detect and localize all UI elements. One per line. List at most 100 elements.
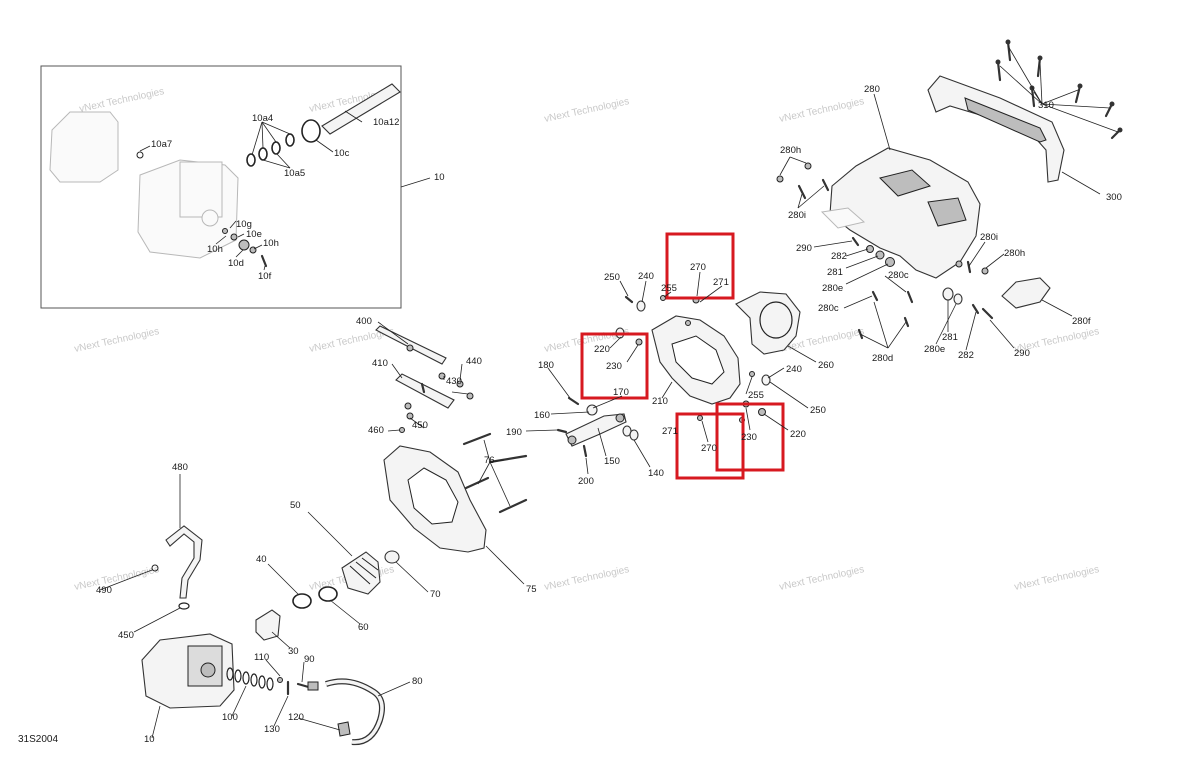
inset-leaders	[139, 110, 431, 271]
drawing-code: 31S2004	[18, 734, 58, 745]
fitting-90-body	[307, 681, 319, 691]
boot-50	[341, 551, 381, 595]
label-130: 130	[264, 724, 280, 735]
bracket-210-opening	[671, 335, 725, 385]
label-255: 255	[661, 283, 677, 294]
label-10c: 10c	[334, 148, 350, 159]
part-10h	[249, 246, 257, 254]
leaders-lower-left	[99, 474, 429, 739]
label-280i: 280i	[788, 210, 806, 221]
label-180: 180	[538, 360, 554, 371]
watermark: vNext Technologies	[73, 564, 160, 593]
label-280: 280	[864, 84, 880, 95]
highlight-box-230-right	[715, 402, 785, 472]
label-450: 450	[412, 420, 428, 431]
inset-housing-upper	[49, 111, 119, 183]
label-310: 310	[1038, 100, 1054, 111]
label-430: 430	[446, 376, 462, 387]
inset-housing-port	[201, 209, 219, 227]
label-270: 270	[701, 443, 717, 454]
label-490: 490	[96, 585, 112, 596]
label-10a4: 10a4	[252, 113, 273, 124]
label-220: 220	[790, 429, 806, 440]
label-280c: 280c	[818, 303, 839, 314]
part-10g	[222, 228, 228, 234]
clamp-60	[318, 586, 338, 602]
ring-450	[178, 602, 190, 610]
housing-280-window-2	[927, 197, 967, 227]
label-40: 40	[256, 554, 267, 565]
hose-clip-120	[337, 721, 351, 737]
upper-right-assembly: 280 310 300 280h 280i 290 282 281 280e 2…	[776, 39, 1123, 364]
mount-280f	[1001, 277, 1051, 309]
label-10f: 10f	[258, 271, 272, 282]
oring-10a7	[136, 151, 144, 159]
label-230: 230	[741, 432, 757, 443]
label-230: 230	[606, 361, 622, 372]
label-100: 100	[222, 712, 238, 723]
label-150: 150	[604, 456, 620, 467]
frame-75-opening	[407, 467, 459, 525]
label-410: 410	[372, 358, 388, 369]
watermark: vNext Technologies	[1013, 564, 1100, 593]
fasteners-plates	[399, 372, 474, 433]
label-280i: 280i	[980, 232, 998, 243]
label-190: 190	[506, 427, 522, 438]
label-200: 200	[578, 476, 594, 487]
watermark: vNext Technologies	[543, 96, 630, 125]
label-280e: 280e	[822, 283, 843, 294]
housing-280-window-1	[879, 169, 931, 197]
label-450: 450	[118, 630, 134, 641]
bracket-300-rib	[964, 97, 1047, 143]
link-150	[565, 413, 627, 447]
inset-housing-block	[179, 161, 223, 218]
gearbox-10-block	[187, 645, 223, 687]
oring-10a4-3	[271, 141, 281, 155]
strap-480	[165, 525, 203, 599]
highlight-box-270-bottom	[675, 412, 745, 480]
leaders-center	[525, 271, 817, 475]
label-281: 281	[942, 332, 958, 343]
hose-80-inner	[325, 679, 384, 744]
label-280h: 280h	[1004, 248, 1025, 259]
watermark: vNext Technologies	[543, 564, 630, 593]
label-10a7: 10a7	[151, 139, 172, 150]
label-120: 120	[288, 712, 304, 723]
ring-260	[735, 291, 801, 355]
ring-10c	[301, 119, 321, 143]
label-290: 290	[1014, 348, 1030, 359]
label-10a12: 10a12	[373, 117, 399, 128]
center-assembly: 270 271 250 240 255 220 230 180 170 210 …	[506, 232, 834, 487]
label-240: 240	[638, 271, 654, 282]
label-170: 170	[613, 387, 629, 398]
label-10h: 10h	[207, 244, 223, 255]
label-281: 281	[827, 267, 843, 278]
oring-10a4-2	[258, 147, 268, 161]
label-10: 10	[144, 734, 155, 745]
label-75: 75	[526, 584, 537, 595]
part-10d	[238, 239, 250, 251]
ring-260-bore	[759, 301, 793, 339]
label-90: 90	[304, 654, 315, 665]
plate-410	[395, 373, 455, 409]
leaders-frame	[477, 439, 525, 585]
bolts-310	[995, 39, 1123, 140]
label-280f: 280f	[1072, 316, 1091, 327]
oring-10a4-1	[246, 153, 256, 167]
label-300: 300	[1106, 192, 1122, 203]
label-255: 255	[748, 390, 764, 401]
label-210: 210	[652, 396, 668, 407]
label-70: 70	[430, 589, 441, 600]
watermark: vNext Technologies	[778, 96, 865, 125]
label-140: 140	[648, 468, 664, 479]
label-480: 480	[172, 462, 188, 473]
label-280c: 280c	[888, 270, 909, 281]
housing-280-flange	[820, 207, 866, 229]
label-280d: 280d	[872, 353, 893, 364]
clamp-40	[292, 593, 312, 609]
plates-assembly: 400 410 440 430 450 460	[356, 316, 482, 436]
seal-30	[255, 609, 281, 641]
label-440: 440	[466, 356, 482, 367]
part-10e	[230, 233, 238, 241]
